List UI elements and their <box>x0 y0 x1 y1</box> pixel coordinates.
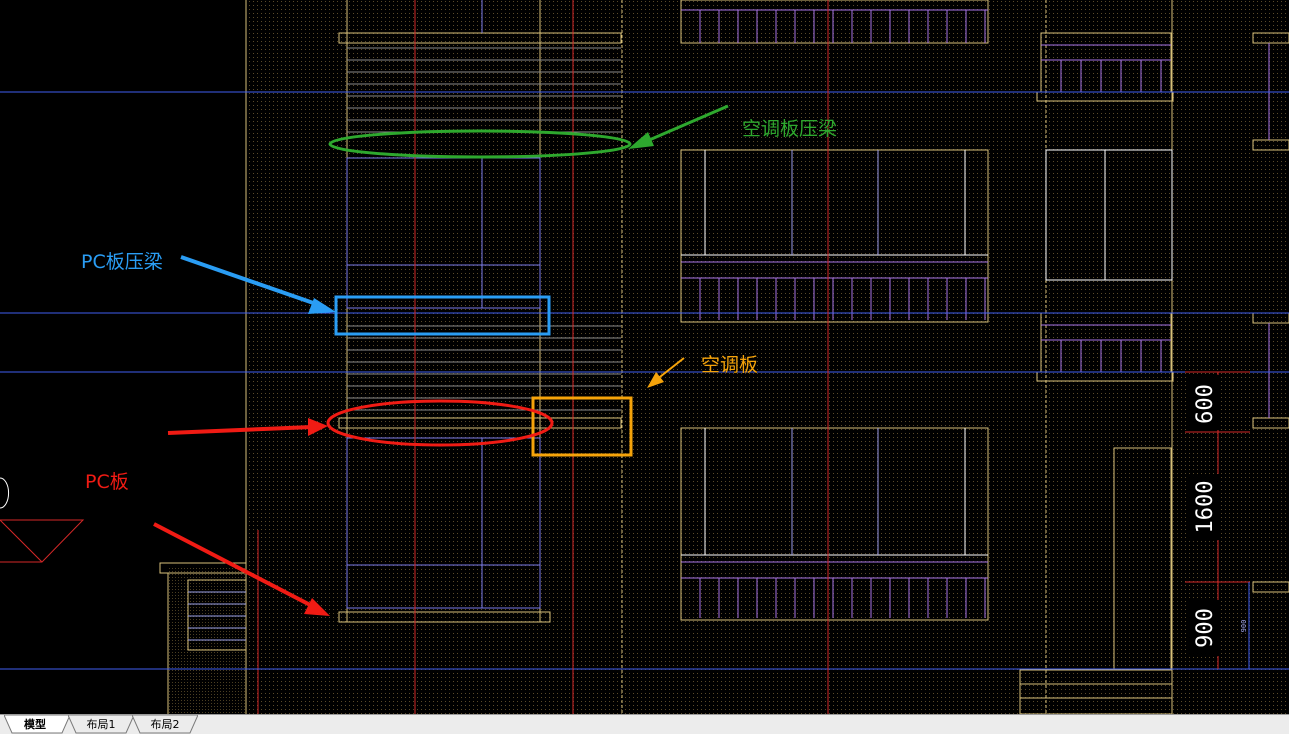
tab-model-label: 模型 <box>24 718 46 731</box>
left-annex <box>159 562 247 714</box>
red-axis-lines <box>414 0 829 714</box>
section-marker-symbol <box>0 477 85 563</box>
pc-slab-arrow-lower <box>153 522 317 610</box>
dim-900-small: 900 <box>1240 620 1248 633</box>
dim-600: 600 <box>1193 384 1218 424</box>
dim-box-1600 <box>1186 474 1220 540</box>
tab-model[interactable]: 模型 <box>4 715 70 734</box>
left-annex-hatch <box>168 568 246 714</box>
layout-tab-bar: 模型 布局1 布局2 <box>0 714 1289 734</box>
ac-beam-arrow <box>639 104 729 146</box>
right-window <box>1045 149 1173 281</box>
pc-beam-label: PC板压梁 <box>81 251 163 273</box>
dim-box-900 <box>1186 600 1220 656</box>
middle-window-railings <box>681 9 988 579</box>
pc-slab-label: PC板 <box>85 471 129 493</box>
louver-slats-lower <box>347 325 621 411</box>
dim-1600: 1600 <box>1193 481 1218 534</box>
tab-layout2-label: 布局2 <box>150 718 180 731</box>
facade-hatch <box>246 0 1289 714</box>
pc-beam-box <box>334 295 551 336</box>
blue-axis-lines <box>0 91 1289 670</box>
cad-model-viewport[interactable]: 600 1600 900 900 空调板压梁 PC板压梁 空调板 PC板 <box>0 0 1289 715</box>
tab-layout2[interactable]: 布局2 <box>132 715 198 734</box>
ac-beam-ellipse <box>328 129 632 159</box>
tab-layout1[interactable]: 布局1 <box>68 715 134 734</box>
tab-shape <box>4 715 70 734</box>
ac-beam-label: 空调板压梁 <box>742 118 837 140</box>
pc-beam-arrow <box>180 255 323 308</box>
left-annex-louvers <box>188 591 246 641</box>
ac-slab-label: 空调板 <box>701 354 758 376</box>
pc-slab-arrow-upper <box>167 425 313 435</box>
middle-window-panes <box>791 150 879 555</box>
tab-shape <box>68 715 134 734</box>
tab-shape <box>132 715 198 734</box>
drawing-canvas[interactable]: 600 1600 900 900 空调板压梁 PC板压梁 空调板 PC板 <box>0 0 1289 715</box>
ac-slab-arrow <box>655 357 685 381</box>
ac-slab-box <box>531 396 633 457</box>
tab-layout1-label: 布局1 <box>86 718 116 731</box>
middle-window-frames <box>680 0 989 621</box>
middle-window-mullions <box>681 150 988 556</box>
dim-900: 900 <box>1193 608 1218 648</box>
dim-box-600 <box>1186 375 1220 430</box>
right-railings <box>1041 43 1270 418</box>
pc-slab-ellipse <box>326 399 554 447</box>
